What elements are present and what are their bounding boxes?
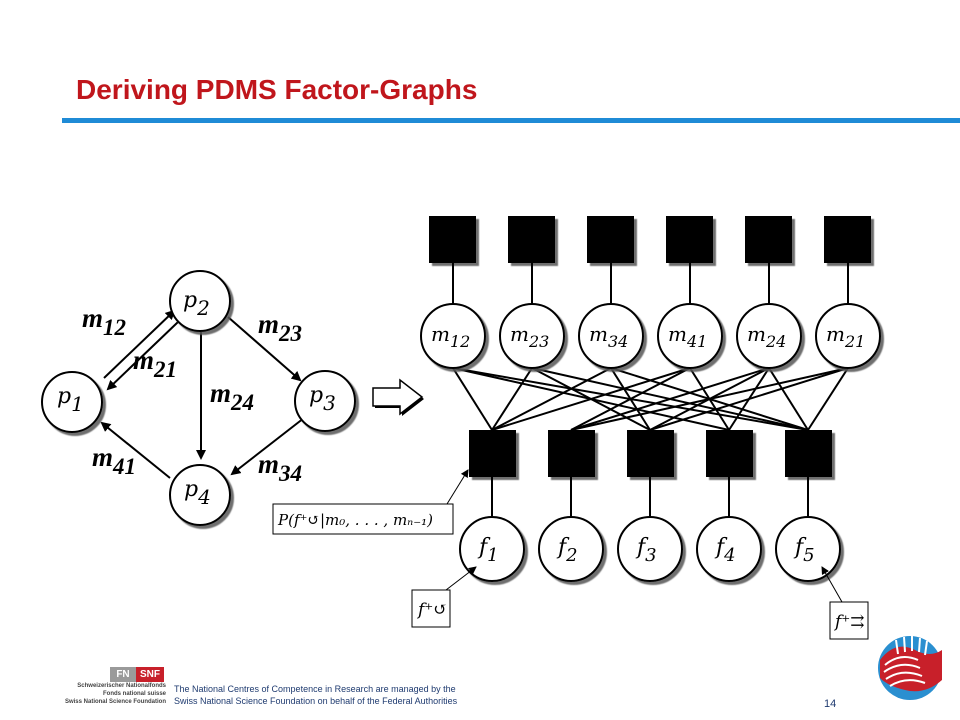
feedback-var-f4: f4 (696, 516, 762, 582)
page-number: 14 (824, 698, 837, 710)
prior-factor (824, 216, 871, 263)
cycle-label: f⁺↺ (416, 600, 448, 620)
prior-factor (745, 216, 792, 263)
nccr-logo (878, 636, 942, 700)
edge-m12 (103, 309, 176, 379)
svg-text:p4: p4 (184, 477, 211, 509)
peer-p2-sub: 2 (196, 296, 210, 320)
factor-graph: m12 m23 m34 m41 m24 m21 (272, 216, 881, 640)
cycle-annotation: f⁺↺ (411, 566, 477, 628)
peer-graph: p2 p1 p3 p4 m12 m21 m23 m24 m41 m34 (41, 270, 356, 526)
svg-text:m23: m23 (510, 322, 549, 351)
mapping-var-m23: m23 (499, 303, 565, 369)
mapping-label-m24: m24 (210, 378, 254, 415)
edge-m23 (227, 316, 302, 382)
footer-note: The National Centres of Competence in Re… (174, 683, 457, 707)
peer-node-p4: p4 (169, 464, 231, 526)
prior-edges (452, 263, 849, 304)
mapping-label-m21: m21 (133, 345, 177, 382)
foundation-name: Schweizerischer Nationalfonds Fonds nati… (22, 682, 166, 706)
parallel-label: f⁺⇉ (833, 612, 865, 632)
peer-node-p1: p1 (41, 371, 103, 433)
peer-p3-base: p (309, 383, 323, 408)
parallel-annotation: f⁺⇉ (821, 566, 869, 640)
peer-p3-sub: 3 (323, 391, 336, 415)
svg-text:p3: p3 (309, 383, 336, 415)
footer-note-line2: Swiss National Science Foundation on beh… (174, 696, 458, 706)
feedback-factor (627, 430, 674, 477)
mapping-var-m21: m21 (815, 303, 881, 369)
foundation-line-fr: Fonds national suisse (102, 691, 166, 697)
cycle-edges (452, 367, 849, 431)
footer-note-line1: The National Centres of Competence in Re… (174, 684, 456, 694)
feedback-var-f5: f5 (775, 516, 841, 582)
snf-logo-left: FN (110, 667, 136, 682)
edge-m41 (100, 421, 171, 479)
svg-text:p2: p2 (183, 288, 210, 320)
prior-factor (666, 216, 713, 263)
prior-factor (429, 216, 476, 263)
mapping-var-m34: m34 (578, 303, 644, 369)
snf-logo-right: SNF (136, 667, 164, 682)
feedback-factor (469, 430, 516, 477)
svg-text:m41: m41 (668, 322, 707, 351)
feedback-var-f2: f2 (538, 516, 604, 582)
svg-text:m24: m24 (747, 322, 786, 351)
foundation-line-de: Schweizerischer Nationalfonds (77, 683, 166, 689)
edge-m34 (230, 417, 305, 476)
prior-factors (429, 216, 871, 263)
peer-p2-base: p (183, 288, 197, 313)
peer-p4-base: p (184, 477, 198, 502)
conditional-label: P(f⁺↺|m₀, . . . , mₙ₋₁) (277, 511, 433, 529)
mapping-label-m41: m41 (92, 442, 136, 479)
svg-text:m12: m12 (431, 322, 470, 351)
foundation-line-en: Swiss National Science Foundation (64, 699, 166, 705)
svg-text:m21: m21 (826, 322, 865, 351)
svg-text:m34: m34 (589, 322, 628, 351)
mapping-var-m24: m24 (736, 303, 802, 369)
feedback-edges (491, 477, 809, 517)
peer-p1-sub: 1 (71, 392, 84, 416)
feedback-factors (469, 430, 832, 477)
mapping-label-m23: m23 (258, 309, 302, 346)
peer-p1-base: p (57, 384, 71, 409)
slide-title: Deriving PDMS Factor-Graphs (76, 74, 478, 105)
mapping-var-m41: m41 (657, 303, 723, 369)
feedback-var-f1: f1 (459, 516, 525, 582)
peer-node-p3: p3 (294, 370, 356, 432)
title-rule (62, 118, 960, 123)
feedback-factor (548, 430, 595, 477)
prior-factor (587, 216, 634, 263)
peer-p4-sub: 4 (197, 485, 211, 509)
feedback-factor (706, 430, 753, 477)
feedback-factor (785, 430, 832, 477)
svg-text:p1: p1 (57, 384, 84, 416)
peer-node-p2: p2 (169, 270, 231, 332)
mapping-label-m34: m34 (258, 449, 302, 486)
mapping-label-m12: m12 (82, 303, 126, 340)
prior-factor (508, 216, 555, 263)
feedback-var-f3: f3 (617, 516, 683, 582)
conditional-annotation: P(f⁺↺|m₀, . . . , mₙ₋₁) (272, 469, 469, 535)
edge-m21 (106, 321, 179, 391)
transform-arrow-icon (372, 378, 424, 416)
mapping-var-m12: m12 (420, 303, 486, 369)
